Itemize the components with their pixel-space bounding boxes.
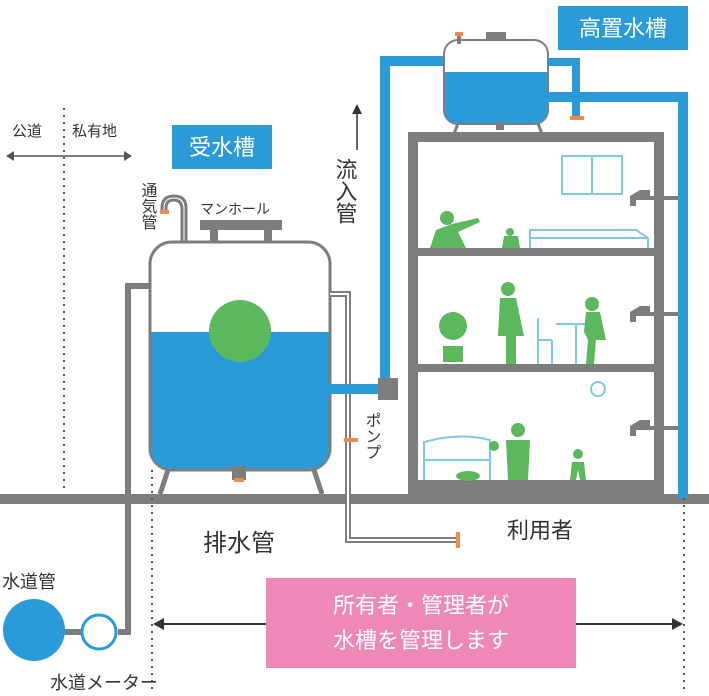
inflow-pipe-label: 流入管	[332, 158, 358, 224]
supply-pipe	[118, 283, 160, 635]
pet-icon	[456, 471, 480, 481]
person-playing-icon	[430, 211, 520, 248]
management-arrow-left-head	[153, 618, 164, 630]
child-icon	[570, 449, 586, 480]
person-standing-icon	[498, 282, 524, 364]
pump-label: ポンプ	[363, 412, 382, 460]
water-meter-icon	[80, 613, 118, 651]
water-meter-label: 水道メーター	[50, 673, 158, 694]
management-callout-line1: 所有者・管理者が	[333, 594, 509, 619]
boundary-arrow-right-head	[124, 151, 132, 161]
manhole-cover	[200, 220, 282, 230]
public-road-label: 公道	[12, 122, 42, 140]
ground-line	[0, 494, 709, 504]
inflow-arrow-head	[352, 104, 362, 114]
receiving-tank-badge	[172, 125, 272, 169]
elevated-tank-badge	[558, 6, 688, 50]
float-valve-icon	[209, 300, 271, 362]
receiving-tank-label: 受水槽	[189, 136, 255, 161]
faucet-icon	[630, 420, 678, 436]
overflow-small-pipe	[548, 58, 580, 120]
window-icon	[561, 155, 623, 195]
water-main-icon	[3, 599, 65, 661]
receiving-tank	[148, 240, 332, 495]
faucet-icon	[630, 190, 678, 206]
water-main-label: 水道管	[2, 572, 56, 593]
drain-pipe-label: 排水管	[203, 529, 275, 557]
elevated-tank-label: 高置水槽	[579, 17, 667, 42]
management-callout-line2: 水槽を管理します	[333, 629, 509, 654]
sofa-icon	[423, 435, 491, 480]
management-callout	[266, 578, 576, 668]
management-arrow-right-head	[672, 618, 683, 630]
person-sitting-icon	[584, 297, 606, 364]
bed-icon	[529, 229, 649, 248]
person-with-baby-icon	[489, 423, 530, 480]
distribution-riser-pipe	[678, 92, 688, 498]
pump-icon	[378, 378, 398, 400]
inflow-riser-pipe	[380, 56, 390, 390]
faucet-icon	[630, 306, 678, 322]
pump-pipe	[328, 384, 388, 394]
boundary-arrow-left-head	[6, 151, 14, 161]
manhole-label: マンホール	[200, 202, 270, 218]
vent-pipe-label: 通気管	[139, 182, 158, 230]
clock-icon	[590, 381, 606, 397]
plant-icon	[439, 312, 467, 362]
elevated-tank	[443, 32, 549, 135]
private-land-label: 私有地	[72, 122, 117, 140]
vent-pipe	[164, 198, 184, 242]
users-label: 利用者	[507, 519, 573, 544]
